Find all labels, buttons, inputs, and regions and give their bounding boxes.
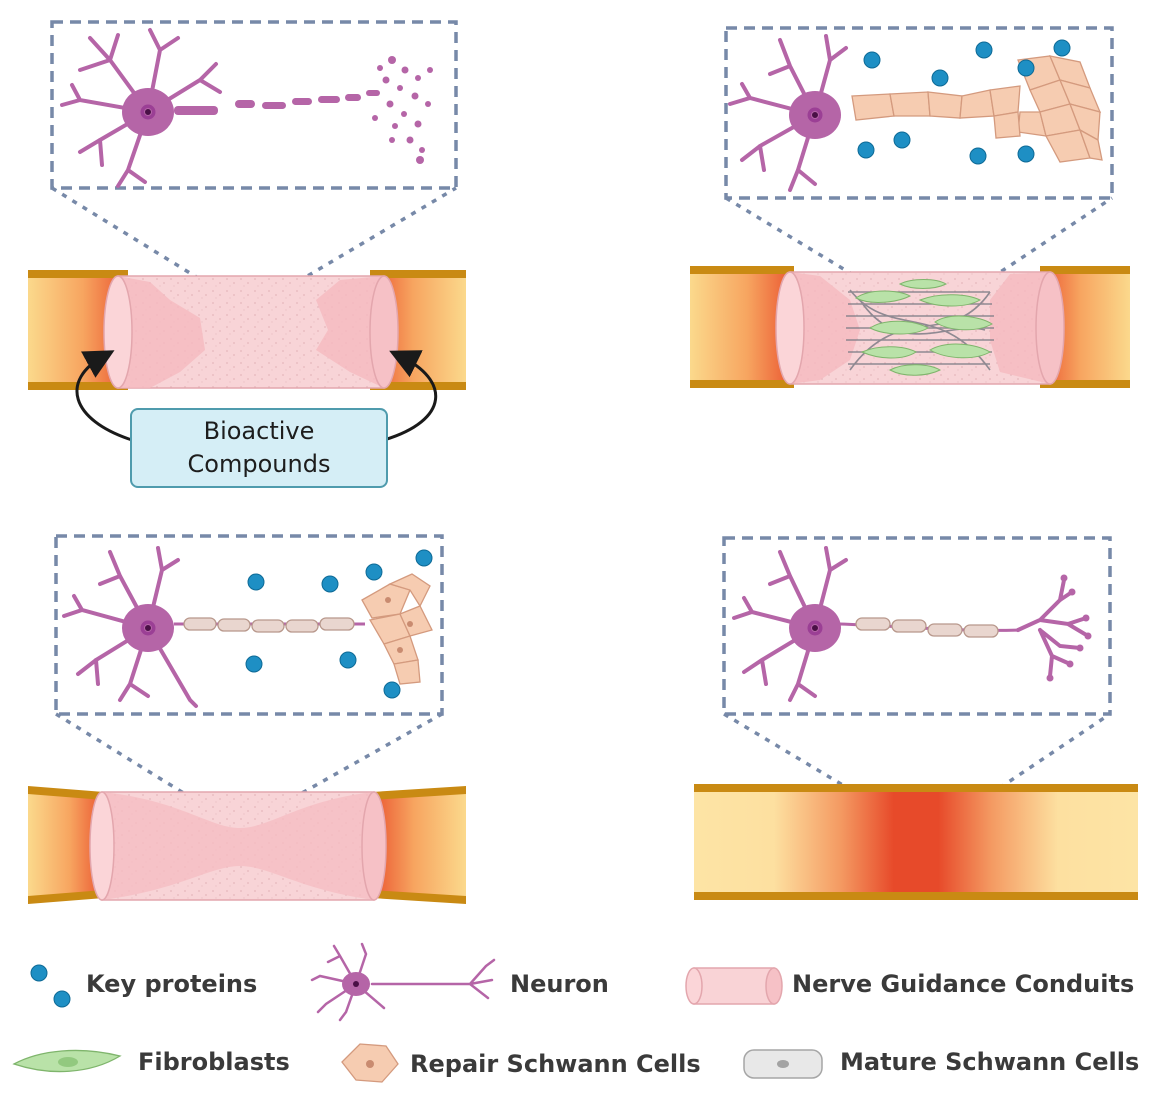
zoom-frame — [722, 536, 1112, 716]
axon-with-schwann-cells — [174, 617, 365, 633]
repair-schwann-icon — [341, 1043, 399, 1083]
healed-nerve — [694, 784, 1138, 900]
legend — [12, 942, 823, 1083]
key-proteins — [857, 39, 1071, 165]
callout-line-2: Compounds — [187, 450, 331, 478]
neuron — [60, 28, 222, 188]
arrow-left — [75, 350, 133, 442]
mature-schwann-icon — [743, 1049, 823, 1079]
arrow-right — [383, 350, 438, 442]
zoom-frame — [50, 20, 458, 190]
panel-repair — [690, 26, 1130, 388]
panel-regenerated — [694, 536, 1138, 900]
legend-mature-schwann-cells-label: Mature Schwann Cells — [840, 1048, 1140, 1076]
conduit-icon — [685, 967, 783, 1005]
nerve-guidance-conduit — [103, 275, 399, 389]
legend-nerve-guidance-conduits-label: Nerve Guidance Conduits — [792, 970, 1135, 998]
panel-bridging — [28, 534, 466, 904]
legend-neuron-label: Neuron — [510, 970, 609, 998]
repair-schwann-cluster — [361, 573, 433, 685]
legend-repair-schwann-cells-label: Repair Schwann Cells — [410, 1050, 701, 1078]
nerve-stump-right — [372, 790, 466, 900]
zoom-frame — [54, 534, 444, 716]
myelinated-axon — [839, 574, 1092, 682]
bioactive-compounds-callout: Bioactive Compounds — [130, 408, 388, 488]
neuron — [728, 34, 848, 192]
nerve-guidance-conduit — [775, 271, 1065, 385]
callout-line-1: Bioactive — [203, 417, 315, 445]
legend-fibroblasts-label: Fibroblasts — [138, 1048, 290, 1076]
neuron-icon — [310, 942, 496, 1022]
panel-injury — [28, 20, 466, 442]
fragmented-axon — [174, 56, 433, 164]
zoom-frame — [724, 26, 1114, 200]
nerve-stump-left — [28, 790, 104, 900]
key-proteins-icon — [30, 964, 71, 1008]
neuron — [62, 546, 198, 708]
repair-schwann-band — [851, 55, 1103, 163]
legend-key-proteins-label: Key proteins — [86, 970, 258, 998]
neuron — [732, 546, 848, 702]
fibroblast-icon — [12, 1049, 122, 1073]
nerve-guidance-conduit — [89, 791, 387, 901]
key-proteins — [245, 549, 433, 699]
